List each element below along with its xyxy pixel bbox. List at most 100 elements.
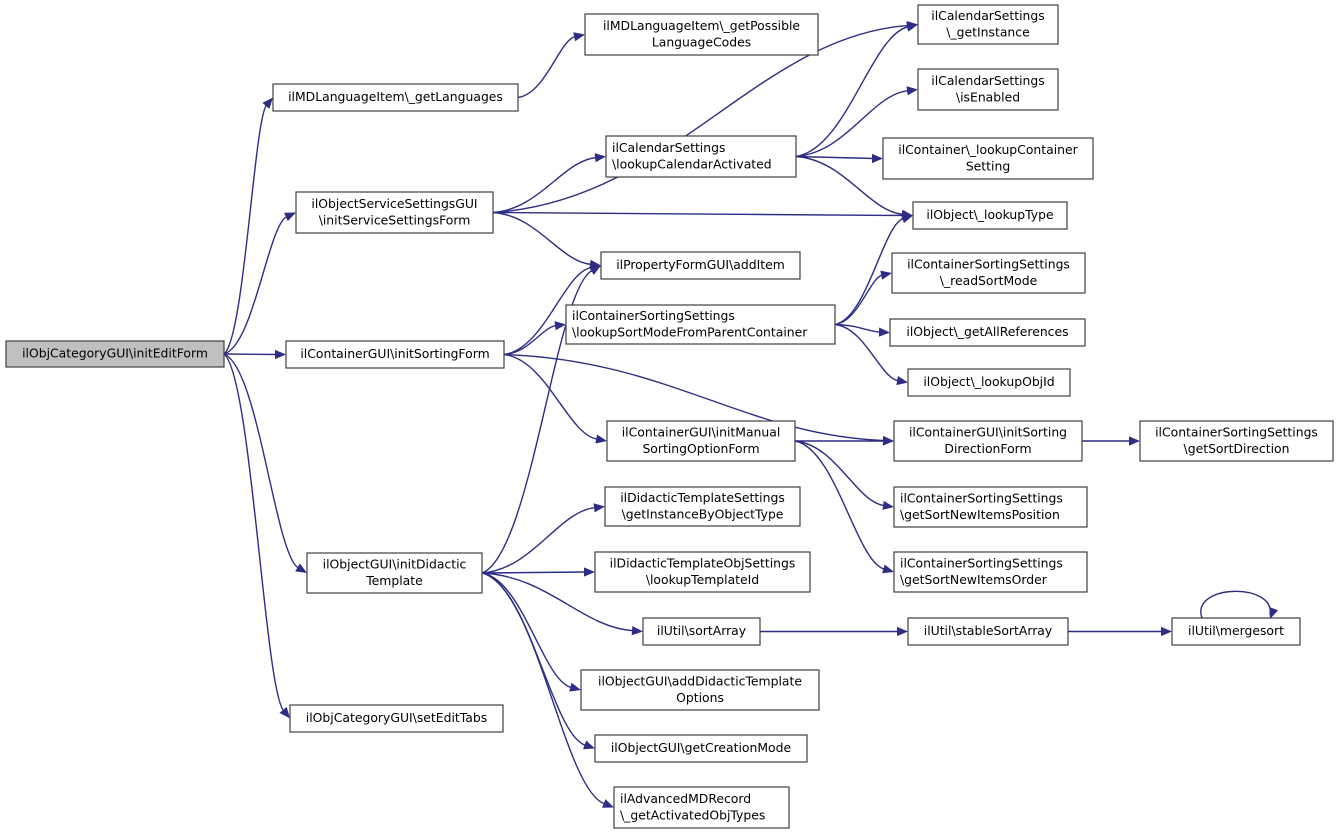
edge-mergesort-to-mergesort	[1200, 590, 1271, 619]
node-box-initManualSortingOptionForm[interactable]	[606, 420, 796, 462]
node-box-getPossibleLanguageCodes[interactable]	[584, 13, 819, 56]
node-box-getSortNewItemsPosition[interactable]	[893, 486, 1088, 528]
node-box-stableSortArray[interactable]	[907, 617, 1069, 646]
graph-node-getCreationMode[interactable]: ilObjectGUI\getCreationMode	[594, 734, 808, 763]
graph-node-getLanguages[interactable]: ilMDLanguageItem\_getLanguages	[272, 83, 519, 112]
edge-initSortingForm-to-initManualSortingOptionForm	[503, 353, 599, 441]
node-label-calendarGetInstance: \_getInstance	[946, 24, 1029, 39]
edge-lookupCalendarActivated-to-lookupContainerSetting	[795, 155, 875, 160]
node-label-getSortNewItemsOrder: \getSortNewItemsOrder	[900, 572, 1048, 587]
node-label-calendarIsEnabled: \isEnabled	[956, 89, 1020, 104]
edge-initSortingForm-to-lookupSortModeFromParentContainer	[503, 324, 558, 356]
node-label-initSortingDirectionForm: ilContainerGUI\initSorting	[909, 424, 1067, 439]
node-label-lookupObjId: ilObject\_lookupObjId	[923, 374, 1054, 389]
node-box-addItem[interactable]	[600, 251, 801, 280]
graph-node-lookupTemplateId[interactable]: ilDidacticTemplateObjSettings\lookupTemp…	[594, 551, 811, 593]
graph-node-lookupType[interactable]: ilObject\_lookupType	[912, 201, 1068, 230]
node-box-getInstanceByObjectType[interactable]	[604, 486, 801, 527]
edge-initEditForm-to-initDidacticTemplate	[223, 353, 300, 570]
edge-arrowhead	[569, 682, 581, 692]
node-box-initDidacticTemplate[interactable]	[306, 552, 483, 594]
node-box-mergesort[interactable]	[1171, 617, 1301, 646]
node-label-sortArray: ilUtil\sortArray	[657, 623, 746, 638]
graph-node-initEditForm[interactable]: ilObjCategoryGUI\initEditForm	[5, 340, 225, 368]
node-box-initSortingDirectionForm[interactable]	[893, 420, 1083, 462]
node-box-getActivatedObjTypes[interactable]	[613, 786, 790, 829]
edge-arrowhead	[878, 327, 890, 337]
graph-node-calendarIsEnabled[interactable]: ilCalendarSettings\isEnabled	[917, 68, 1059, 111]
node-box-getCreationMode[interactable]	[594, 734, 808, 763]
edge-arrowhead	[883, 436, 894, 446]
graph-node-initServiceSettingsForm[interactable]: ilObjectServiceSettingsGUI\initServiceSe…	[295, 191, 494, 234]
node-box-addDidacticTemplateOptions[interactable]	[580, 669, 820, 711]
node-box-calendarIsEnabled[interactable]	[917, 68, 1059, 111]
edge-lookupCalendarActivated-to-calendarGetInstance	[795, 25, 910, 158]
node-label-addDidacticTemplateOptions: Options	[676, 690, 724, 705]
node-box-getLanguages[interactable]	[272, 83, 519, 112]
graph-node-addItem[interactable]: ilPropertyFormGUI\addItem	[600, 251, 801, 280]
edge-arrowhead	[896, 376, 908, 386]
node-label-getLanguages: ilMDLanguageItem\_getLanguages	[288, 89, 503, 104]
node-label-lookupSortModeFromParentContainer: \lookupSortModeFromParentContainer	[572, 324, 808, 339]
edge-arrowhead	[906, 86, 918, 96]
node-box-getAllReferences[interactable]	[889, 318, 1086, 347]
edge-initSortingForm-to-initSortingDirectionForm	[503, 353, 886, 442]
node-box-getSortDirection[interactable]	[1139, 420, 1334, 462]
node-label-lookupContainerSetting: ilContainer\_lookupContainer	[898, 142, 1078, 157]
node-box-initEditForm[interactable]	[5, 340, 225, 368]
edge-lookupSortModeFromParentContainer-to-lookupType	[834, 217, 905, 326]
edge-arrowhead	[584, 567, 595, 577]
graph-node-lookupObjId[interactable]: ilObject\_lookupObjId	[907, 368, 1071, 397]
edge-initDidacticTemplate-to-sortArray	[481, 572, 635, 632]
graph-node-getInstanceByObjectType[interactable]: ilDidacticTemplateSettings\getInstanceBy…	[604, 486, 801, 527]
graph-node-getSortDirection[interactable]: ilContainerSortingSettings\getSortDirect…	[1139, 420, 1334, 462]
graph-node-getActivatedObjTypes[interactable]: ilAdvancedMDRecord\_getActivatedObjTypes	[613, 786, 790, 829]
node-label-lookupCalendarActivated: ilCalendarSettings	[612, 140, 725, 155]
graph-node-getAllReferences[interactable]: ilObject\_getAllReferences	[889, 318, 1086, 347]
node-box-lookupTemplateId[interactable]	[594, 551, 811, 593]
edge-initDidacticTemplate-to-addItem	[481, 269, 594, 574]
edge-arrowhead	[880, 270, 892, 280]
edge-initServiceSettingsForm-to-calendarGetInstance	[492, 24, 910, 214]
graph-node-lookupSortModeFromParentContainer[interactable]: ilContainerSortingSettings\lookupSortMod…	[565, 304, 836, 345]
node-box-calendarGetInstance[interactable]	[917, 4, 1059, 45]
graph-node-lookupCalendarActivated[interactable]: ilCalendarSettings\lookupCalendarActivat…	[605, 135, 797, 178]
graph-node-getSortNewItemsOrder[interactable]: ilContainerSortingSettings \getSortNewIte…	[893, 551, 1088, 593]
edge-arrowhead	[275, 349, 286, 360]
graph-node-getSortNewItemsPosition[interactable]: ilContainerSortingSettings\getSortNewIte…	[893, 486, 1088, 528]
node-label-getSortNewItemsPosition: \getSortNewItemsPosition	[900, 507, 1060, 522]
edge-arrowhead	[1161, 626, 1172, 637]
edge-lookupCalendarActivated-to-calendarIsEnabled	[795, 89, 910, 158]
node-box-lookupType[interactable]	[912, 201, 1068, 230]
graph-node-stableSortArray[interactable]: ilUtil\stableSortArray	[907, 617, 1069, 646]
graph-node-setEditTabs[interactable]: ilObjCategoryGUI\setEditTabs	[289, 704, 504, 733]
graph-node-calendarGetInstance[interactable]: ilCalendarSettings\_getInstance	[917, 4, 1059, 45]
node-label-getSortNewItemsOrder: ilContainerSortingSettings	[900, 555, 1063, 570]
node-label-initEditForm: ilObjCategoryGUI\initEditForm	[22, 346, 208, 361]
node-box-sortArray[interactable]	[642, 617, 761, 646]
graph-node-sortArray[interactable]: ilUtil\sortArray	[642, 617, 761, 646]
graph-node-getPossibleLanguageCodes[interactable]: ilMDLanguageItem\_getPossibleLanguageCod…	[584, 13, 819, 56]
graph-node-readSortMode[interactable]: ilContainerSortingSettings\_readSortMode	[891, 252, 1086, 294]
node-box-lookupSortModeFromParentContainer[interactable]	[565, 304, 836, 345]
node-label-calendarGetInstance: ilCalendarSettings	[931, 8, 1044, 23]
node-box-lookupCalendarActivated[interactable]	[605, 135, 797, 178]
edge-arrowhead	[906, 22, 918, 32]
graph-node-initManualSortingOptionForm[interactable]: ilContainerGUI\initManualSortingOptionFo…	[606, 420, 796, 462]
node-box-initSortingForm[interactable]	[285, 340, 505, 369]
node-box-readSortMode[interactable]	[891, 252, 1086, 294]
node-box-lookupContainerSetting[interactable]	[882, 137, 1094, 180]
edge-arrowhead	[602, 799, 614, 808]
graph-node-mergesort[interactable]: ilUtil\mergesort	[1171, 617, 1301, 646]
graph-node-initSortingForm[interactable]: ilContainerGUI\initSortingForm	[285, 340, 505, 369]
node-label-getActivatedObjTypes: ilAdvancedMDRecord	[620, 791, 751, 806]
node-box-lookupObjId[interactable]	[907, 368, 1071, 397]
node-box-setEditTabs[interactable]	[289, 704, 504, 733]
node-box-getSortNewItemsOrder[interactable]	[893, 551, 1088, 593]
node-box-initServiceSettingsForm[interactable]	[295, 191, 494, 234]
node-label-initManualSortingOptionForm: ilContainerGUI\initManual	[622, 424, 781, 439]
